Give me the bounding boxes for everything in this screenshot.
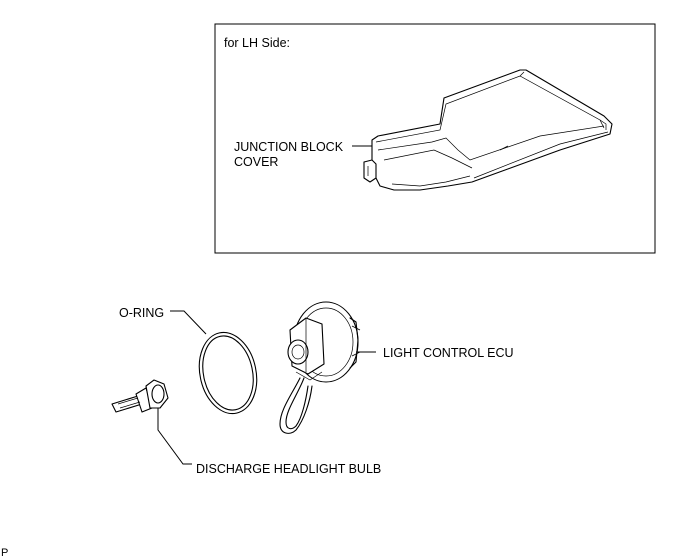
discharge-bulb-leader: [157, 408, 192, 465]
o-ring-leader: [170, 310, 207, 335]
inset-box: for LH Side: JUNCTION BLOCK COVER: [214, 23, 656, 254]
discharge-bulb-label: DISCHARGE HEADLIGHT BULB: [196, 462, 381, 476]
junction-block-cover-drawing: [363, 69, 613, 191]
figure-code: P: [1, 547, 8, 559]
junction-block-label-line1: JUNCTION BLOCK: [234, 140, 344, 154]
discharge-bulb-drawing: [111, 379, 169, 413]
junction-block-label-line2: COVER: [234, 155, 278, 169]
inset-caption: for LH Side:: [224, 36, 290, 50]
light-control-ecu-drawing: [279, 301, 361, 434]
light-control-ecu-label: LIGHT CONTROL ECU: [383, 346, 514, 360]
o-ring-label: O-RING: [119, 306, 164, 320]
o-ring-drawing: [198, 331, 258, 415]
